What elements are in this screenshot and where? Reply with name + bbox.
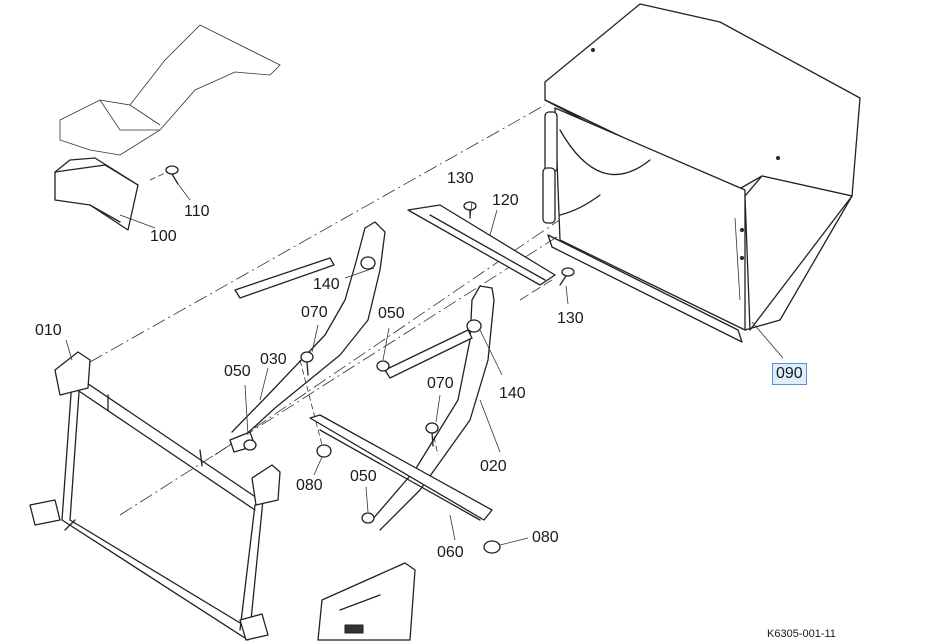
label-050-lower[interactable]: 050 xyxy=(350,468,377,485)
label-050-center[interactable]: 050 xyxy=(378,305,405,322)
pin-070-right[interactable] xyxy=(425,422,439,447)
bolt-110[interactable] xyxy=(165,165,179,185)
collar-080-right[interactable] xyxy=(483,540,501,554)
grass-bag-090[interactable] xyxy=(542,3,861,343)
label-120[interactable]: 120 xyxy=(492,192,519,209)
label-090-selected[interactable]: 090 xyxy=(772,363,807,385)
label-020[interactable]: 020 xyxy=(480,458,507,475)
label-070-left[interactable]: 070 xyxy=(301,304,328,321)
cover-plate-100[interactable] xyxy=(54,157,139,231)
label-060[interactable]: 060 xyxy=(437,544,464,561)
label-070-right[interactable]: 070 xyxy=(427,375,454,392)
bolt-130-lower[interactable] xyxy=(559,267,575,286)
label-140-left[interactable]: 140 xyxy=(313,276,340,293)
label-140-right[interactable]: 140 xyxy=(499,385,526,402)
label-130-lower[interactable]: 130 xyxy=(557,310,584,327)
label-030[interactable]: 030 xyxy=(260,351,287,368)
nut-050-left[interactable] xyxy=(243,439,257,451)
label-100[interactable]: 100 xyxy=(150,228,177,245)
main-frame-010[interactable] xyxy=(29,351,281,641)
label-110[interactable]: 110 xyxy=(184,203,210,220)
frame-arm-020[interactable] xyxy=(371,285,495,531)
leader-lines xyxy=(65,183,784,546)
upper-shield xyxy=(59,24,281,156)
label-080-left[interactable]: 080 xyxy=(296,477,323,494)
label-130-upper[interactable]: 130 xyxy=(447,170,474,187)
deck-bracket xyxy=(317,562,416,641)
nut-050-center[interactable] xyxy=(376,360,390,372)
cross-plate-120[interactable] xyxy=(407,204,556,286)
nut-140-right[interactable] xyxy=(466,319,482,333)
cross-bar-060[interactable] xyxy=(309,414,493,521)
collar-080-left[interactable] xyxy=(316,444,332,458)
nut-050-lower[interactable] xyxy=(361,512,375,524)
drawing-code: K6305-001-11 xyxy=(767,628,836,640)
label-080-right[interactable]: 080 xyxy=(532,529,559,546)
label-050-left[interactable]: 050 xyxy=(224,363,251,380)
pin-070-left[interactable] xyxy=(300,351,314,376)
nut-140-left[interactable] xyxy=(360,256,376,270)
label-010[interactable]: 010 xyxy=(35,322,62,339)
frame-arm-030[interactable] xyxy=(229,221,386,453)
